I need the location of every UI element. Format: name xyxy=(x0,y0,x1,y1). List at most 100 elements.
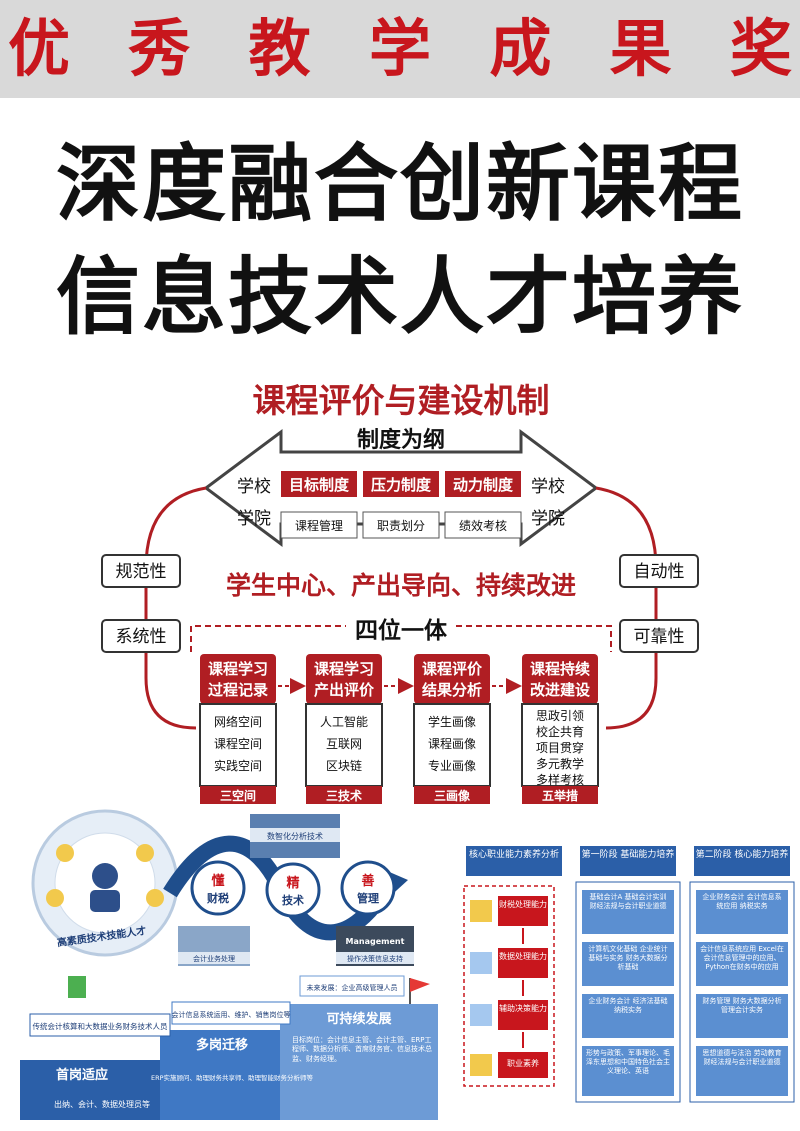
banner-char: 秀 xyxy=(128,12,191,85)
step-role: 会计信息系统运用、维护、销售岗位等 xyxy=(172,1010,291,1019)
step-detail: 目标岗位：会计信息主管、会计主管、ERP工程师、数据分析师、首席财务官、信息技术… xyxy=(292,1036,432,1063)
stage-item: 项目贯穿 xyxy=(536,740,584,755)
system-tag xyxy=(445,471,521,497)
stage-frame xyxy=(689,881,795,1103)
banner-char: 成 xyxy=(489,12,552,85)
stage2-text: 企业财务会计 会计信息系统应用 纳税实务 xyxy=(702,893,782,911)
step-role-box xyxy=(171,1001,291,1025)
stage2-text: 会计信息系统应用 Excel在会计信息管理中的应用、Python在财务中的应用 xyxy=(700,945,784,972)
system-item: 课程管理 xyxy=(295,518,343,533)
stage-item: 多元教学 xyxy=(536,756,584,771)
talent-node xyxy=(340,860,396,916)
stage-title: 改进建设 xyxy=(530,681,590,699)
climber-icon xyxy=(68,976,86,998)
stage-column xyxy=(413,654,491,804)
ability-label: 职业素养 xyxy=(507,1059,539,1068)
banner-char: 学 xyxy=(368,12,431,85)
photo-caption-bg xyxy=(178,952,250,964)
side-box xyxy=(101,619,181,653)
stage2-text: 思想道德与法治 劳动教育 财经法规与会计职业道德 xyxy=(702,1049,782,1067)
ability-box xyxy=(498,948,548,978)
stage2-text: 财务管理 财务大数据分析 管理会计实务 xyxy=(702,997,782,1015)
node-sub: 管理 xyxy=(357,891,379,905)
stage-item: 课程空间 xyxy=(214,736,262,751)
stage-column xyxy=(199,654,277,804)
system-item-box xyxy=(444,511,522,539)
side-label: 自动性 xyxy=(634,562,685,582)
stage-item: 思政引领 xyxy=(536,709,584,723)
ability-frame xyxy=(463,885,555,1087)
headline-line-1: 深度融合创新课程 xyxy=(55,135,744,233)
unity-label: 四位一体 xyxy=(355,617,448,644)
step-detail: ERP实施顾问、助理财务共享师、助理智能财务分析师等 xyxy=(151,1073,314,1082)
left-label: 学院 xyxy=(237,509,271,529)
skill-icon xyxy=(136,844,154,862)
person-icon-body xyxy=(90,890,120,912)
mechanism-diagram: 课程评价与建设机制 制度为纲 学校 学院 学校 学院 目标制度 压力制度 动力制… xyxy=(101,381,699,804)
stage-title: 课程学习 xyxy=(208,660,268,678)
stage-footer: 三空间 xyxy=(220,788,256,803)
ability-box xyxy=(498,1052,548,1078)
system-item: 绩效考核 xyxy=(459,518,507,533)
photo-management-word: Management xyxy=(346,937,405,946)
node-main: 善 xyxy=(361,873,374,889)
award-banner: 优 秀 教 学 成 果 奖 xyxy=(0,0,800,98)
stage-column xyxy=(521,654,599,804)
stage-item: 互联网 xyxy=(326,737,362,751)
step-title: 多岗迁移 xyxy=(196,1037,248,1053)
stage1-text: 计算机文化基础 企业统计基础与实务 财务大数据分析基础 xyxy=(588,945,668,972)
person-icon xyxy=(92,863,118,889)
step-title: 可持续发展 xyxy=(326,1011,392,1027)
side-box xyxy=(619,619,699,653)
step-role-box xyxy=(299,975,405,997)
step-role-box xyxy=(29,1013,171,1037)
node-main: 懂 xyxy=(211,873,224,889)
stage-footer: 三画像 xyxy=(434,788,471,803)
skill-icon xyxy=(56,844,74,862)
photo-caption: 数智化分析技术 xyxy=(267,831,323,841)
col-header xyxy=(466,846,562,876)
node-main: 精 xyxy=(286,875,299,891)
stage-item: 专业画像 xyxy=(428,758,476,773)
stage-title: 过程记录 xyxy=(208,681,268,699)
talent-infographic: 高素质技术技能人才 懂 财税 精 技术 善 管理 数智化分析技术 会计业务处理 … xyxy=(20,809,438,1120)
right-label: 学校 xyxy=(531,477,565,497)
talent-node xyxy=(190,860,246,916)
step-role: 未来发展：企业高级管理人员 xyxy=(307,983,398,992)
col-title: 核心职业能力素养分析 xyxy=(468,850,559,860)
stage-title: 课程评价 xyxy=(422,660,483,678)
principle-label: 制度为纲 xyxy=(357,427,445,453)
step-title: 首岗适应 xyxy=(56,1067,108,1083)
col-title: 第一阶段 基础能力培养 xyxy=(581,850,675,860)
ability-box xyxy=(498,896,548,926)
step-detail: 出纳、会计、数据处理员等 xyxy=(54,1099,150,1109)
stage-title: 课程学习 xyxy=(314,660,374,678)
left-label: 学校 xyxy=(237,477,271,497)
ability-icon xyxy=(470,1004,492,1026)
side-label: 可靠性 xyxy=(634,627,685,647)
side-box xyxy=(619,554,699,588)
step-role: 传统会计核算和大数据业务财务技术人员 xyxy=(33,1021,168,1031)
stage-column xyxy=(305,654,383,804)
banner-char: 奖 xyxy=(729,12,792,85)
step-detail-wrap: 目标岗位：会计信息主管、会计主管、ERP工程师、数据分析师、首席财务官、信息技术… xyxy=(292,1036,432,1063)
skill-icon xyxy=(46,889,64,907)
stage2-boxes xyxy=(696,890,788,1096)
stage1-boxes xyxy=(582,890,674,1096)
side-box xyxy=(101,554,181,588)
stage1-text: 基础会计A 基础会计实训 财经法规与会计职业道德 xyxy=(589,893,667,911)
stage-item: 网络空间 xyxy=(214,714,262,729)
stage-item: 人工智能 xyxy=(320,714,368,729)
side-label: 规范性 xyxy=(116,562,167,582)
banner-char: 优 xyxy=(8,12,71,85)
col-header xyxy=(580,846,676,876)
stage1-text: 企业财务会计 经济法基础 纳税实务 xyxy=(588,997,668,1015)
slogan: 学生中心、产出导向、持续改进 xyxy=(226,571,576,600)
stage-item: 学生画像 xyxy=(428,714,476,729)
mechanism-title: 课程评价与建设机制 xyxy=(253,381,550,420)
ability-icon xyxy=(470,1054,492,1076)
right-label: 学院 xyxy=(531,509,565,529)
photo-caption-bg xyxy=(336,952,414,964)
headline-line-2: 信息技术人才培养 xyxy=(55,248,744,346)
system-item: 职责划分 xyxy=(377,519,425,533)
